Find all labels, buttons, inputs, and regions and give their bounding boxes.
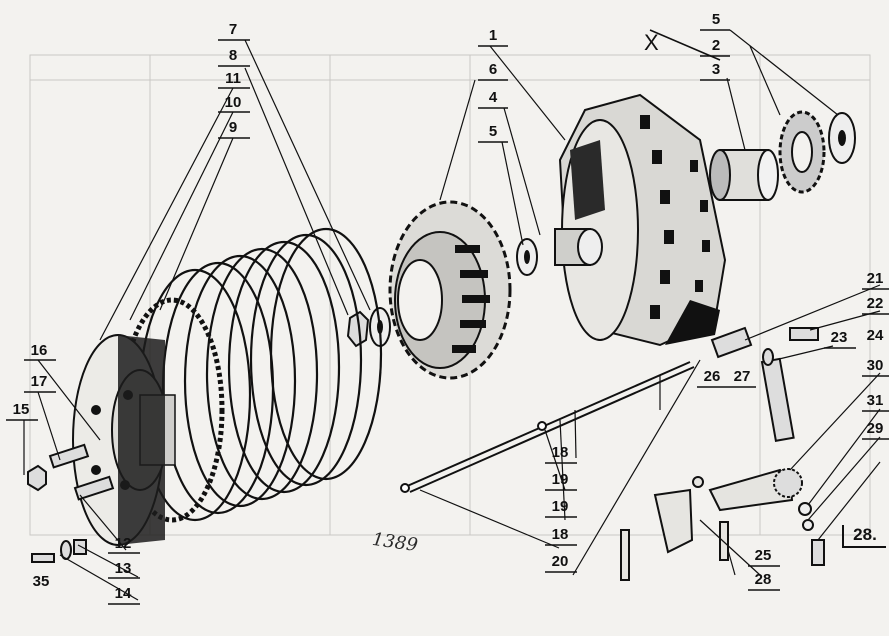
part-label-17: 17 (30, 373, 48, 390)
part-label-6: 6 (488, 61, 498, 78)
part-label-21: 21 (866, 270, 884, 287)
sheet-number: 28. (842, 525, 886, 548)
part-label-20: 20 (551, 553, 569, 570)
bushing (554, 228, 603, 266)
part-label-1: 1 (488, 27, 498, 44)
part-label-35: 35 (32, 573, 50, 590)
clutch-basket (558, 93, 727, 347)
fork-and-pin (620, 476, 729, 581)
part-label-10: 10 (224, 94, 242, 111)
part-label-31: 31 (866, 392, 884, 409)
part-label-16: 16 (30, 342, 48, 359)
part-label-18-upper: 18 (551, 444, 569, 461)
part-label-5-middle: 5 (488, 123, 498, 140)
assembly-marker: X (644, 30, 659, 55)
part-label-9: 9 (228, 119, 238, 136)
part-label-3: 3 (711, 61, 721, 78)
washer-middle (516, 238, 538, 276)
part-label-7: 7 (228, 21, 238, 38)
needle-bearing (709, 149, 779, 201)
part-label-18-lower: 18 (551, 526, 569, 543)
part-label-19-upper: 19 (551, 471, 569, 488)
part-label-2: 2 (711, 37, 721, 54)
part-label-14: 14 (114, 585, 132, 602)
spring-bolt-set (27, 443, 115, 563)
part-label-11: 11 (225, 70, 241, 87)
part-label-25: 25 (754, 547, 772, 564)
part-label-29: 29 (866, 420, 884, 437)
part-label-24: 24 (866, 327, 884, 344)
label-underlines (6, 29, 889, 605)
part-label-22: 22 (866, 295, 884, 312)
part-label-27: 27 (733, 368, 751, 385)
part-label-13: 13 (114, 560, 132, 577)
part-label-4: 4 (488, 89, 498, 106)
hub-nut-and-washer (346, 307, 391, 348)
part-label-15: 15 (12, 401, 30, 418)
leader-lines (23, 29, 881, 601)
push-rod-assembly (400, 361, 695, 493)
part-label-12: 12 (114, 535, 132, 552)
part-label-19-lower: 19 (551, 498, 569, 515)
pressure-plate (72, 334, 176, 546)
part-label-8: 8 (228, 47, 238, 64)
part-label-28: 28 (754, 571, 772, 588)
part-label-23: 23 (830, 329, 848, 346)
part-label-5-top: 5 (711, 11, 721, 28)
part-label-30: 30 (866, 357, 884, 374)
clutch-hub (388, 200, 512, 380)
release-lever (710, 326, 819, 442)
part-label-26: 26 (703, 368, 721, 385)
thrust-washer (828, 112, 856, 164)
small-gear (778, 110, 826, 194)
